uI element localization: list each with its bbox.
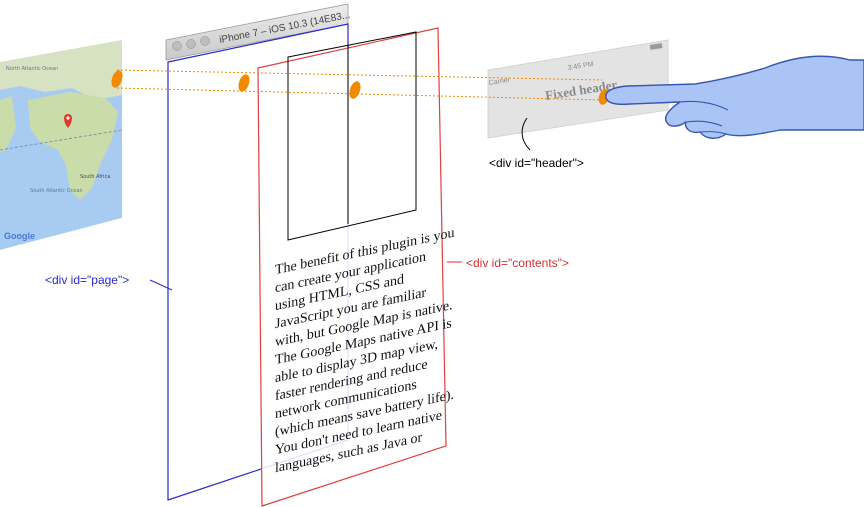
battery-icon	[649, 43, 663, 50]
map-ocean-north: North Atlantic Ocean	[6, 66, 58, 72]
header-label-pointer	[521, 117, 531, 151]
status-time: 3:45 PM	[567, 61, 594, 72]
header-div-label: <div id="header">	[489, 156, 584, 170]
pointing-hand-icon	[605, 55, 864, 139]
window-minimize-icon[interactable]	[186, 39, 196, 49]
page-div-label: <div id="page">	[45, 273, 130, 287]
contents-layer-outline	[257, 27, 447, 507]
touch-rays	[116, 69, 603, 101]
touch-point-contents	[349, 81, 361, 99]
page-label-pointer	[149, 279, 173, 291]
window-close-icon[interactable]	[172, 41, 182, 51]
google-logo: Google	[4, 231, 35, 241]
map-ocean-south: South Atlantic Ocean	[30, 188, 83, 194]
simulator-window-bar: iPhone 7 – iOS 10.3 (14E83...	[165, 3, 351, 61]
map-placeholder-box	[287, 31, 417, 241]
touch-point-page	[238, 74, 250, 92]
map-country-label: South Africa	[80, 174, 110, 180]
touch-point-map	[111, 70, 123, 88]
window-zoom-icon[interactable]	[200, 36, 210, 46]
map-layer: North Atlantic Ocean South Atlantic Ocea…	[0, 40, 122, 250]
contents-div-label: <div id="contents">	[466, 256, 569, 270]
status-carrier: Carrier	[488, 77, 511, 87]
